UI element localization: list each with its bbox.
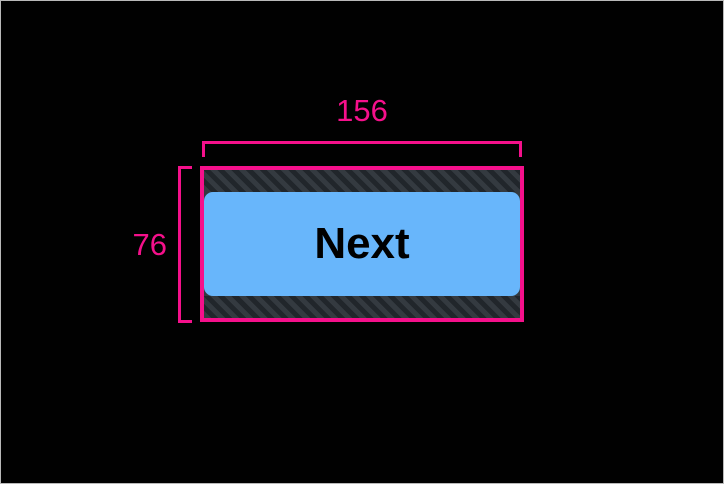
element-bounding-box [200,166,524,322]
padding-band-top [204,170,520,192]
button-face[interactable]: Next [204,192,520,296]
height-dimension-bracket [178,166,192,323]
height-dimension-label: 76 [132,227,167,262]
padding-band-bottom [204,296,520,318]
width-dimension-bracket [202,141,522,157]
next-button[interactable]: Next [204,170,520,318]
button-label: Next [314,219,410,268]
width-dimension-label: 156 [336,93,388,128]
